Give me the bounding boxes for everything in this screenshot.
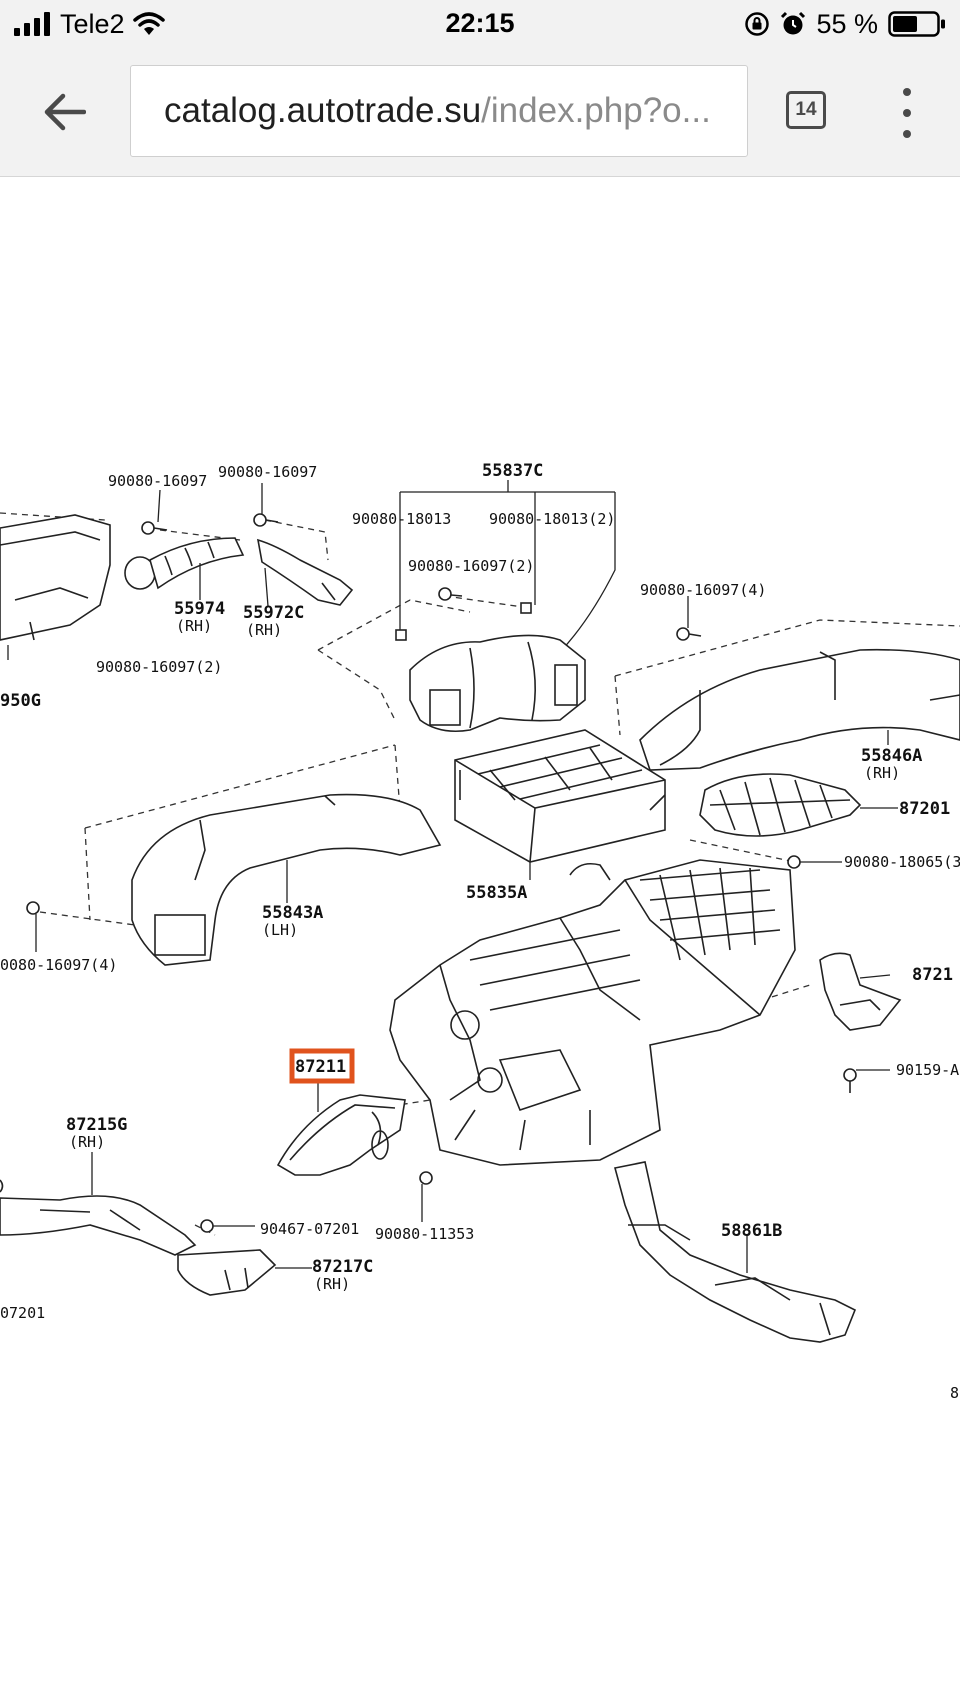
label-55843A: 55843A xyxy=(262,903,323,923)
carrier-name: Tele2 xyxy=(60,8,125,39)
back-arrow-icon xyxy=(44,93,86,131)
bolt-90080-16097-c xyxy=(438,587,463,601)
highlight-box xyxy=(289,1048,355,1084)
label-90080-16097-b: 90080-16097 xyxy=(218,463,317,481)
label-55974-side: (RH) xyxy=(176,617,212,635)
label-55835A: 55835A xyxy=(466,883,527,903)
status-right: 55 % xyxy=(744,8,946,40)
part-87215G xyxy=(0,1152,197,1256)
label-55837C: 55837C xyxy=(482,461,543,481)
status-left: Tele2 xyxy=(14,8,165,40)
hvac-unit xyxy=(389,859,796,1166)
label-90080-18013: 90080-18013 xyxy=(352,510,451,528)
address-bar[interactable]: catalog.autotrade.su/index.php?o... xyxy=(130,65,748,157)
label-0080-16097-4: 0080-16097(4) xyxy=(0,956,117,974)
bolt-90080-16097-a xyxy=(141,489,168,535)
label-07201: 07201 xyxy=(0,1304,45,1322)
label-90080-18065: 90080-18065(3 xyxy=(844,853,960,871)
part-87211-highlighted xyxy=(276,1048,433,1222)
label-90159-A: 90159-A xyxy=(896,1061,959,1079)
label-55974: 55974 xyxy=(174,599,225,619)
part-87211-right xyxy=(819,952,902,1093)
bracket-55837C xyxy=(399,480,616,653)
label-950G: 950G xyxy=(0,691,41,711)
rotation-lock-icon xyxy=(745,12,770,36)
part-55846A xyxy=(639,596,960,771)
label-90080-16097-a: 90080-16097 xyxy=(108,472,207,490)
label-90080-16097-4: 90080-16097(4) xyxy=(640,581,766,599)
menu-dot xyxy=(903,109,911,117)
label-87217C: 87217C xyxy=(312,1257,373,1277)
part-55835A xyxy=(454,729,666,880)
label-55843A-side: (LH) xyxy=(262,921,298,939)
label-90467-07201: 90467-07201 xyxy=(260,1220,359,1238)
label-90080-16097-2: 90080-16097(2) xyxy=(408,557,534,575)
part-55843A xyxy=(26,793,442,966)
alarm-icon xyxy=(781,11,806,35)
label-87201: 87201 xyxy=(899,799,950,819)
parts-diagram: 90080-16097 90080-16097 55837C 90080-180… xyxy=(0,461,960,1402)
clip-90080-18013 xyxy=(395,602,532,641)
overflow-menu-icon[interactable] xyxy=(892,88,922,138)
status-bar: Tele2 22:15 55 % xyxy=(0,0,960,48)
label-55846A-side: (RH) xyxy=(864,764,900,782)
label-55846A: 55846A xyxy=(861,746,922,766)
label-87215G: 87215G xyxy=(66,1115,127,1135)
url-path: /index.php?o... xyxy=(481,91,711,130)
part-55974 xyxy=(124,537,245,600)
label-87217C-side: (RH) xyxy=(314,1275,350,1293)
part-87217C xyxy=(177,1219,312,1296)
part-55837C xyxy=(409,634,586,733)
label-55972C: 55972C xyxy=(243,603,304,623)
duct-upper-left xyxy=(0,514,111,660)
battery-icon xyxy=(888,11,945,37)
browser-toolbar: catalog.autotrade.su/index.php?o... 14 xyxy=(0,48,960,177)
label-90080-16097-2b: 90080-16097(2) xyxy=(96,658,222,676)
part-55972C xyxy=(256,538,354,607)
bolt-90080-16097-b xyxy=(253,483,279,527)
tab-count: 14 xyxy=(795,99,817,120)
battery-percent: 55 % xyxy=(816,8,878,39)
tab-switcher-icon[interactable]: 14 xyxy=(786,91,826,129)
label-55972C-side: (RH) xyxy=(246,621,282,639)
part-labels: 90080-16097 90080-16097 55837C 90080-180… xyxy=(0,461,960,1402)
wifi-icon xyxy=(132,12,165,35)
label-90080-11353: 90080-11353 xyxy=(375,1225,474,1243)
label-87215G-side: (RH) xyxy=(69,1133,105,1151)
label-page-corner: 8 xyxy=(950,1384,959,1402)
part-87201 xyxy=(699,773,898,869)
label-90080-18013-2: 90080-18013(2) xyxy=(489,510,615,528)
menu-dot xyxy=(903,88,911,96)
menu-dot xyxy=(903,130,911,138)
label-87211-highlighted: 87211 xyxy=(295,1057,346,1077)
assembly-guide-lines xyxy=(0,512,960,1236)
back-button[interactable] xyxy=(30,86,100,138)
label-8721-right: 8721 xyxy=(912,965,953,985)
part-58861B xyxy=(614,1161,857,1343)
label-58861B: 58861B xyxy=(721,1221,782,1241)
url-host: catalog.autotrade.su xyxy=(164,91,482,130)
signal-bars-icon xyxy=(14,12,50,36)
